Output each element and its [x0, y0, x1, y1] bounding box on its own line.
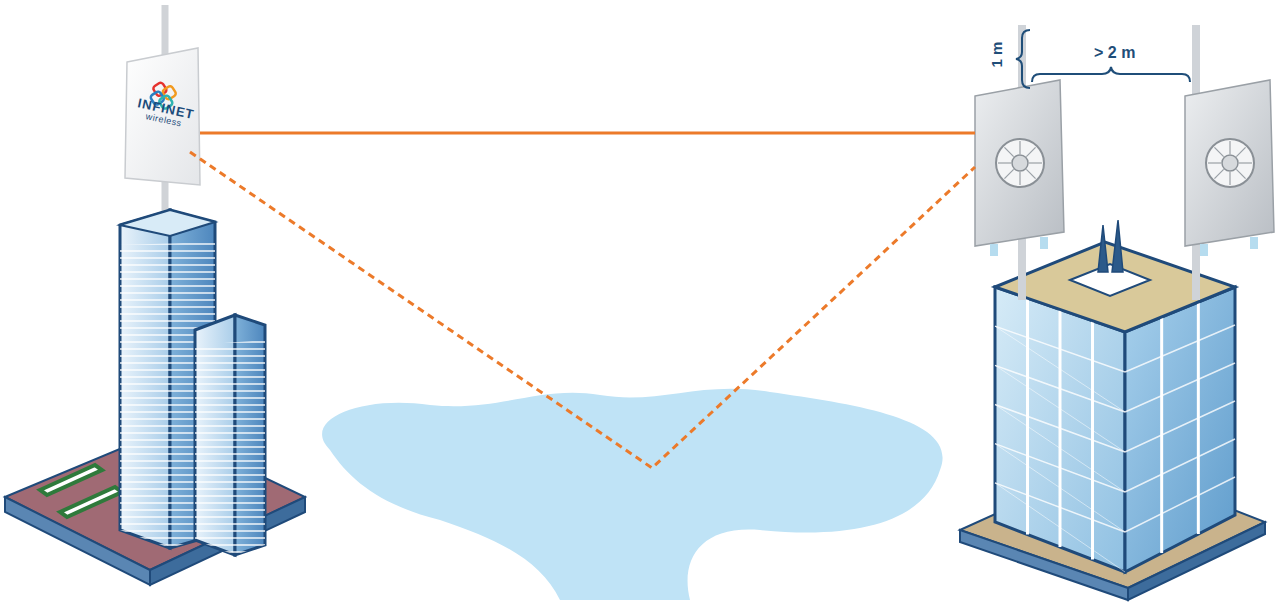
dimension-label: 1 m	[988, 42, 1005, 68]
logo-panel: INFINETwireless	[126, 95, 203, 134]
dimension-bracket	[1016, 30, 1030, 88]
direct-path	[200, 132, 975, 135]
dimension-bracket	[1032, 67, 1190, 82]
antenna-unit	[1185, 80, 1274, 256]
roof-antenna	[1098, 220, 1123, 272]
parking-strip	[60, 487, 122, 517]
reflected-path	[190, 152, 975, 468]
parking-strip	[40, 465, 102, 495]
tower-top	[120, 210, 215, 236]
lower-block-stripes	[195, 340, 265, 555]
antenna-unit	[975, 80, 1064, 256]
dimension-label: > 2 m	[1094, 44, 1135, 62]
building-front	[995, 287, 1125, 572]
water	[322, 389, 942, 600]
antenna-fins	[998, 141, 1252, 185]
roof-box	[1070, 264, 1150, 296]
window-grid	[995, 298, 1235, 572]
building-side	[1125, 287, 1235, 572]
